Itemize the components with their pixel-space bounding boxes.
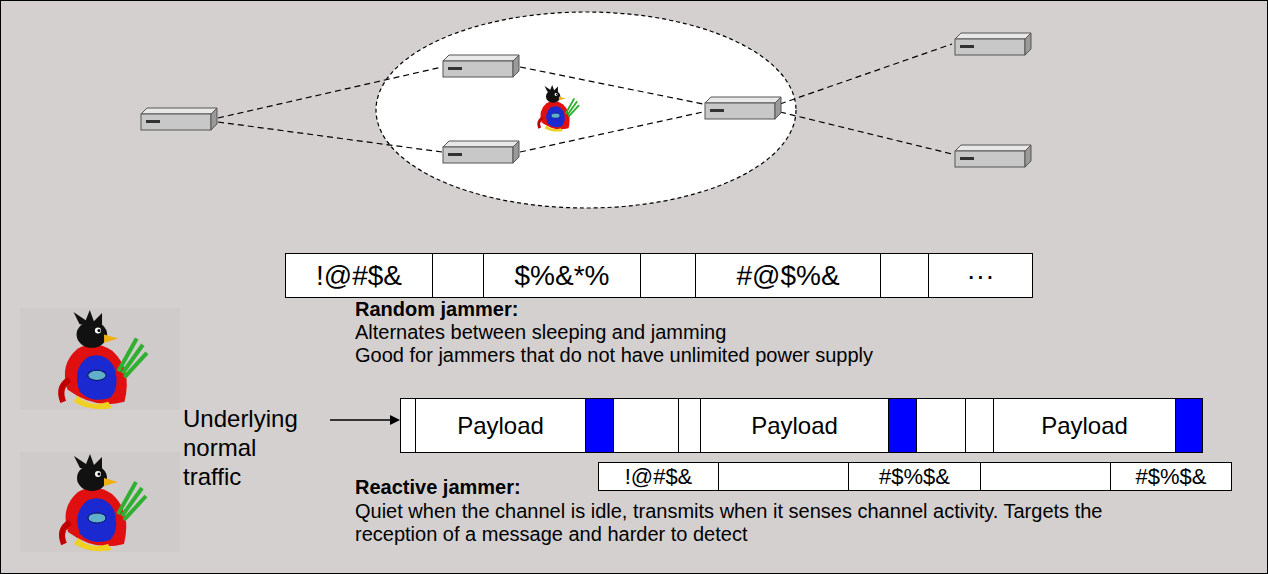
traffic-label: Underlying normal traffic: [183, 404, 313, 491]
ellipsis-cell: ···: [929, 254, 1032, 297]
payload-cell: Payload: [994, 399, 1175, 452]
payload-cell: Payload: [416, 399, 585, 452]
jammer-note: Alternates between sleeping and jamming: [355, 321, 726, 343]
jammer-heading: Reactive jammer:: [355, 476, 521, 498]
noise-cell: #@$%&: [696, 254, 880, 297]
jammer-heading: Random jammer:: [355, 298, 518, 320]
jammer-note: Quiet when the channel is idle, transmit…: [355, 500, 1185, 546]
noise-cell: !@#$&: [599, 463, 718, 490]
noise-cell: $%&*%: [484, 254, 640, 297]
jammer-note: Good for jammers that do not have unlimi…: [355, 344, 873, 366]
noise-cell: #$%$&: [1111, 463, 1231, 490]
noise-cell: !@#$&: [286, 254, 432, 297]
payload-cell: Payload: [701, 399, 888, 452]
noise-cell: #$%$&: [849, 463, 980, 490]
